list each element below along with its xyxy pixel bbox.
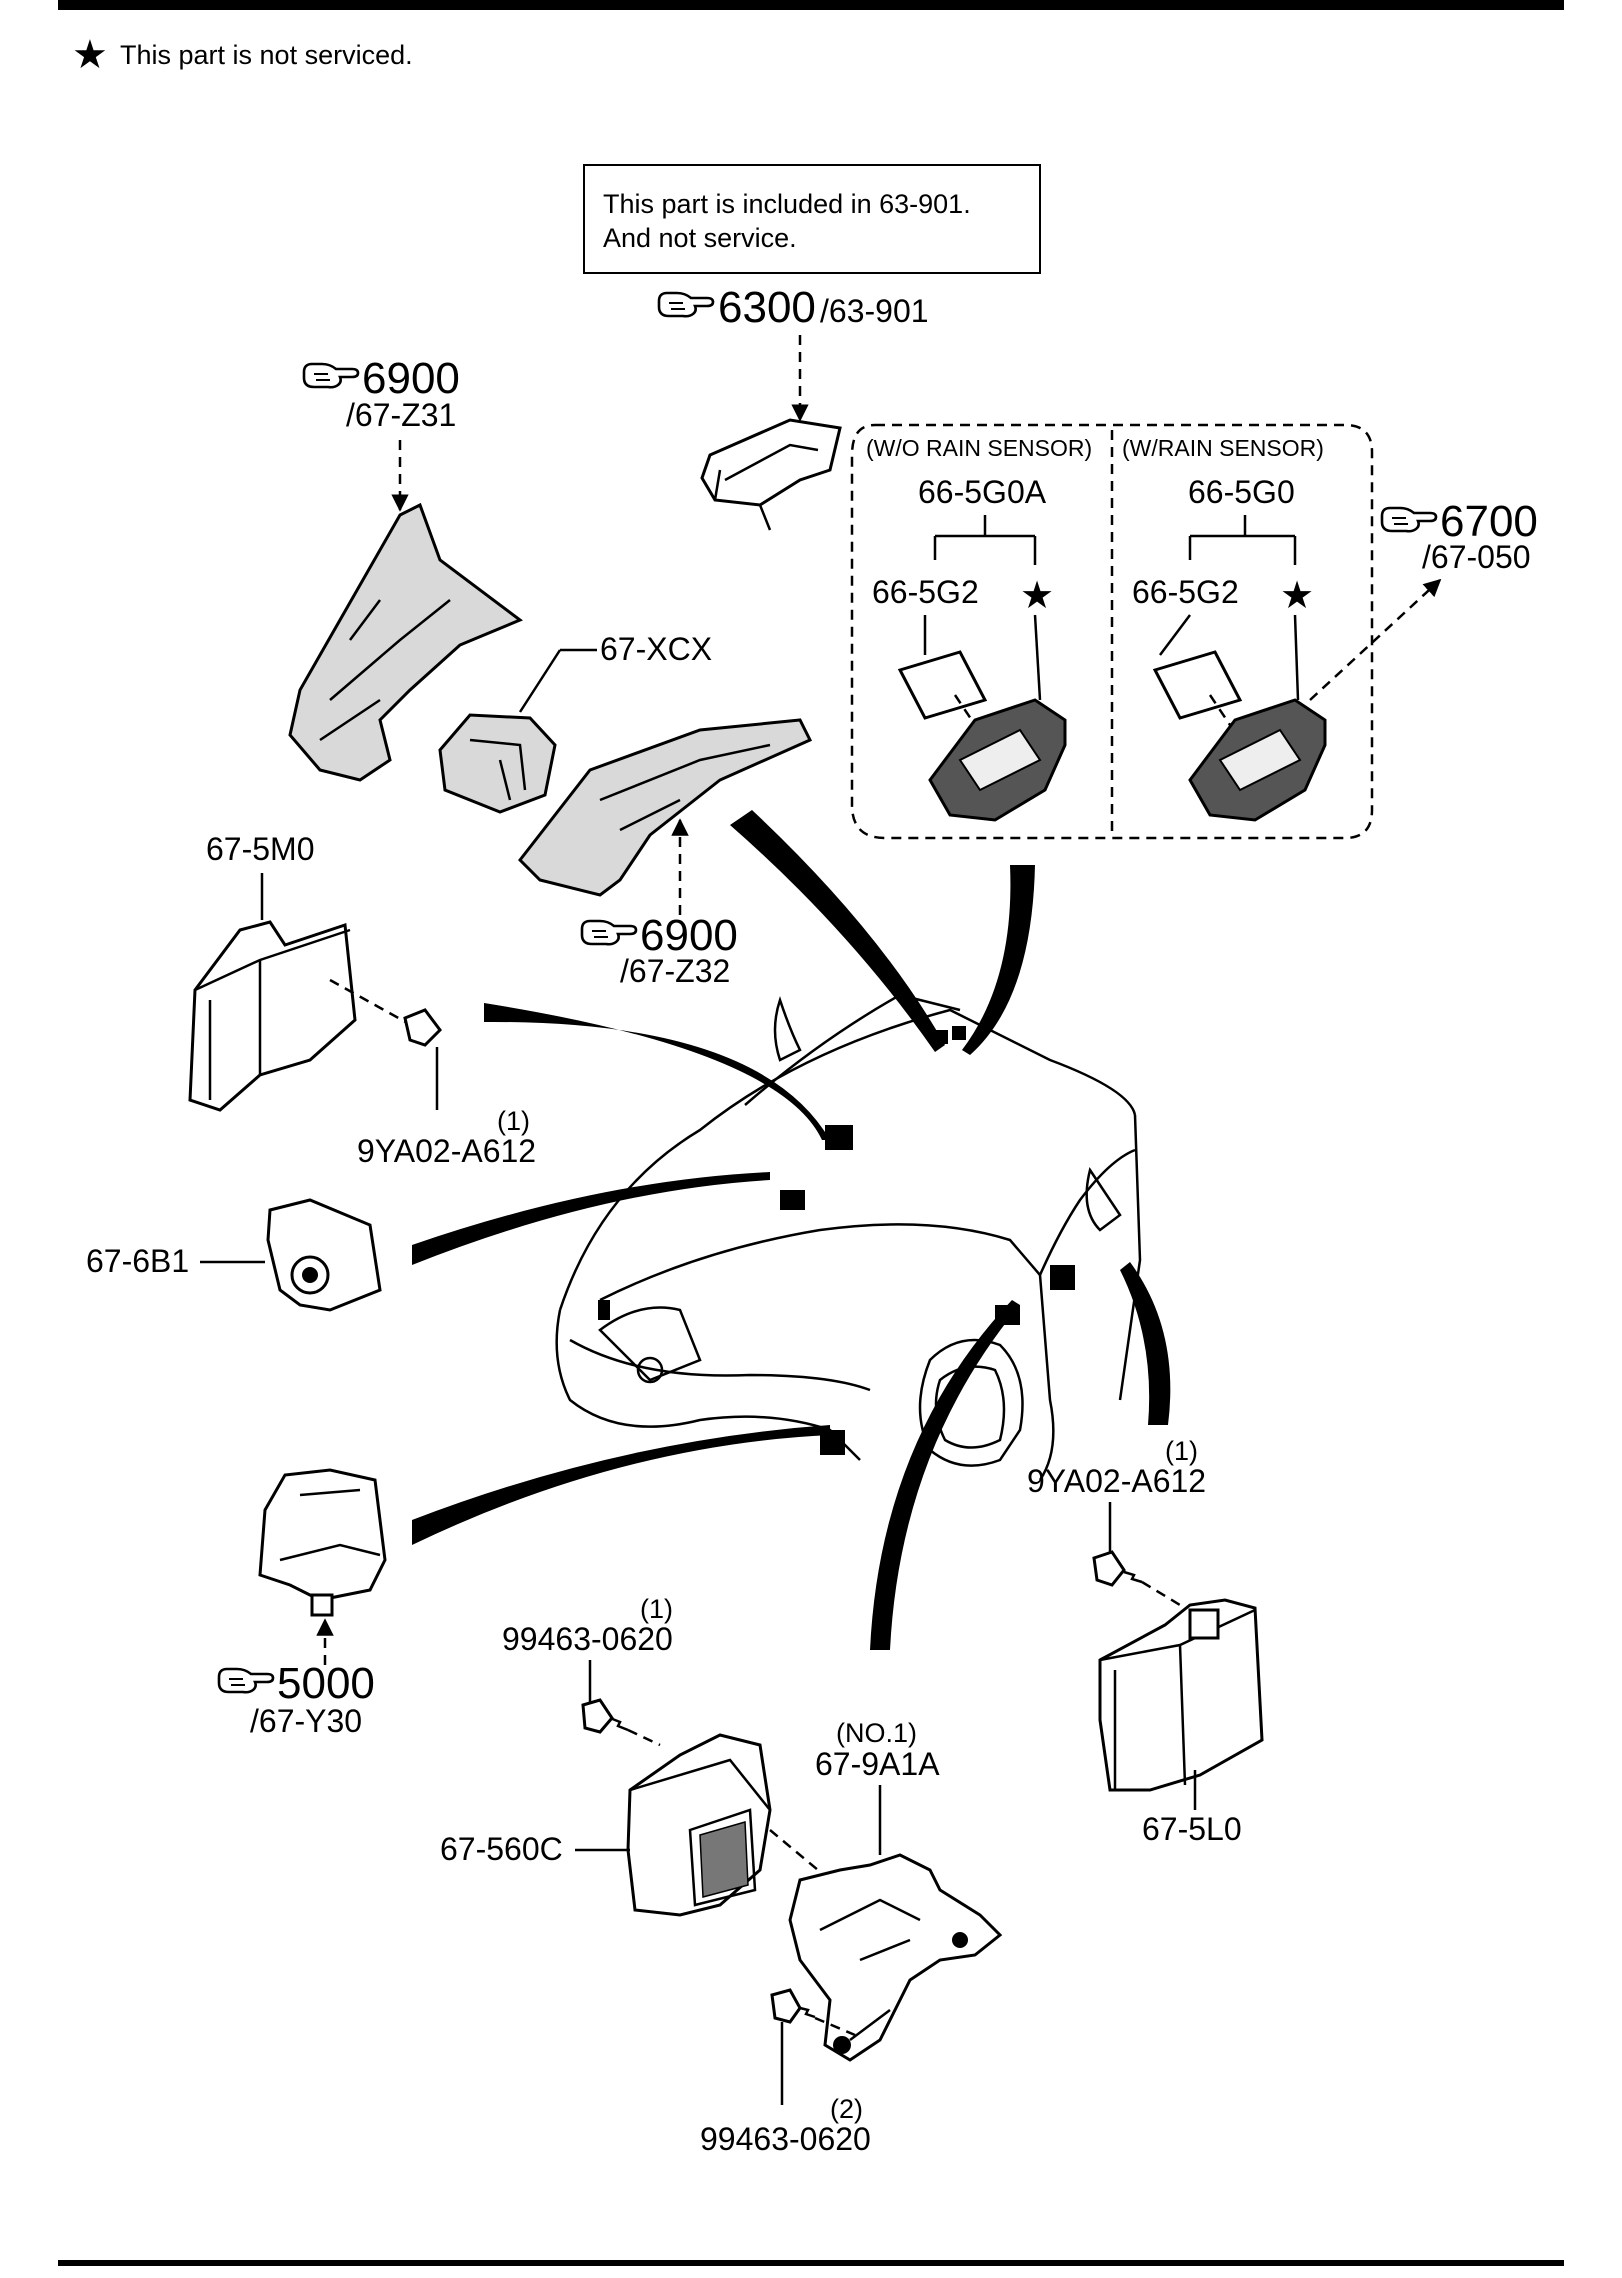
actuator-67-6b1 <box>266 1198 382 1312</box>
bottom-border <box>58 2260 1564 2266</box>
label-bolt-4-qty: (2) <box>830 2094 863 2124</box>
note-line-1: This part is included in 63-901. <box>603 189 971 219</box>
note-box <box>583 164 1041 274</box>
sensor-left-header: (W/O RAIN SENSOR) <box>866 435 1092 461</box>
bolt-icon <box>1092 1550 1126 1587</box>
gel-pad-right <box>1152 650 1243 720</box>
label-bolt-1-qty: (1) <box>497 1106 530 1136</box>
bracket-63-901 <box>700 418 842 507</box>
star-icon: ★ <box>1020 575 1054 617</box>
note-line-2: And not service. <box>603 223 797 253</box>
ref-5000-code[interactable]: /67-Y30 <box>250 1703 362 1739</box>
label-67-6b1[interactable]: 67-6B1 <box>86 1243 189 1279</box>
sensor-group-outline <box>850 423 1374 840</box>
sensor-right-header: (W/RAIN SENSOR) <box>1122 435 1324 461</box>
label-66-5g2-right[interactable]: 66-5G2 <box>1132 574 1239 610</box>
label-bolt-3[interactable]: 99463-0620 <box>502 1621 673 1657</box>
leader-wedge <box>412 1172 770 1265</box>
label-bolt-2-qty: (1) <box>1165 1436 1198 1466</box>
ref-6900-bottom-code[interactable]: /67-Z32 <box>620 953 730 989</box>
pointing-hand-icon <box>580 919 638 946</box>
pointing-hand-icon <box>657 291 715 318</box>
ref-6900-top-code[interactable]: /67-Z31 <box>346 397 456 433</box>
label-bolt-4[interactable]: 99463-0620 <box>700 2121 871 2157</box>
label-67-5l0[interactable]: 67-5L0 <box>1142 1811 1242 1847</box>
top-border <box>58 0 1564 10</box>
label-67-9a1a-qty: (NO.1) <box>836 1718 917 1748</box>
label-66-5g2-left[interactable]: 66-5G2 <box>872 574 979 610</box>
label-66-5g0a[interactable]: 66-5G0A <box>918 474 1047 510</box>
ref-5000-num[interactable]: 5000 <box>277 1659 375 1708</box>
bracket-67-9a1a <box>788 1853 1003 2062</box>
ref-6900-top-num[interactable]: 6900 <box>362 354 460 403</box>
ref-6300-num[interactable]: 6300 <box>718 283 816 332</box>
bolt-icon <box>581 1698 614 1734</box>
pointing-hand-icon <box>1380 506 1438 533</box>
ref-6900-bottom-num[interactable]: 6900 <box>640 911 738 960</box>
label-bolt-3-qty: (1) <box>640 1594 673 1624</box>
leader-wedge <box>484 1003 830 1140</box>
ref-6700-code[interactable]: /67-050 <box>1422 539 1531 575</box>
leader-wedge <box>870 1300 1020 1650</box>
gel-pad-left <box>897 650 988 720</box>
label-67-560c[interactable]: 67-560C <box>440 1831 563 1867</box>
label-bolt-2[interactable]: 9YA02-A612 <box>1027 1463 1206 1499</box>
leader-wedge <box>730 810 945 1052</box>
label-67-5m0[interactable]: 67-5M0 <box>206 831 315 867</box>
leader-wedge <box>1120 1262 1171 1425</box>
star-icon: ★ <box>1280 575 1314 617</box>
vehicle-outline <box>555 993 1142 1481</box>
label-66-5g0[interactable]: 66-5G0 <box>1188 474 1295 510</box>
pointing-hand-icon <box>302 362 360 389</box>
label-67-9a1a[interactable]: 67-9A1A <box>815 1746 940 1782</box>
pointing-hand-icon <box>217 1667 275 1694</box>
ref-6300-code[interactable]: /63-901 <box>820 293 929 329</box>
legend-star-icon: ★ <box>72 33 108 77</box>
module-67-5m0 <box>188 920 357 1112</box>
cover-67-z31 <box>288 502 523 782</box>
radar-67-y30 <box>258 1468 387 1602</box>
bolt-icon <box>770 1988 802 2024</box>
unit-67-560c <box>626 1733 772 1917</box>
leader-wedge <box>412 1425 830 1545</box>
leader-wedge <box>962 865 1035 1055</box>
bolt-icon <box>403 1008 442 1047</box>
camera-67-xcx <box>438 713 557 814</box>
label-bolt-1[interactable]: 9YA02-A612 <box>357 1133 536 1169</box>
label-67-xcx[interactable]: 67-XCX <box>600 631 712 667</box>
ref-6700-num[interactable]: 6700 <box>1440 497 1538 546</box>
legend-text: This part is not serviced. <box>120 40 413 70</box>
